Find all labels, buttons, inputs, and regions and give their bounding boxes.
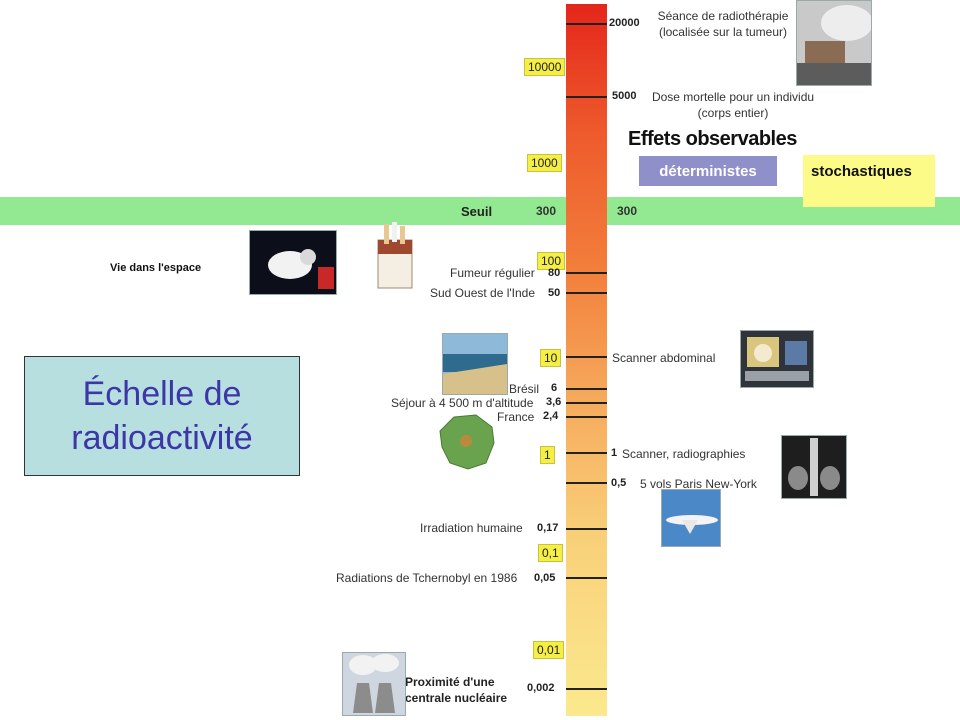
decade-label-10: 10: [540, 349, 562, 367]
effects-heading: Effets observables: [628, 128, 797, 150]
tick-1: [566, 452, 607, 454]
title-box: Échelle de radioactivité: [24, 356, 300, 476]
value-brazil: 6: [551, 382, 558, 394]
label-altitude: Séjour à 4 500 m d'altitude: [391, 396, 534, 410]
tick-6: [566, 388, 607, 390]
label-nuclear-plant: Proximité d'une centrale nucléaire: [405, 675, 508, 705]
label-brazil: Brésil: [509, 382, 540, 396]
value-france: 2,4: [543, 410, 559, 422]
brazil-beach-photo: [442, 333, 508, 395]
radiotherapy-photo: [796, 0, 872, 86]
value-smoker: 80: [548, 267, 561, 279]
value-flights: 0,5: [611, 477, 627, 489]
france-map-icon: [439, 414, 495, 470]
label-flights: 5 vols Paris New-York: [640, 477, 757, 491]
label-human-irradiation: Irradiation humaine: [420, 521, 523, 535]
label-abdominal-scanner: Scanner abdominal: [612, 351, 716, 365]
abdominal-scanner-photo: [740, 330, 814, 388]
value-altitude: 3,6: [546, 396, 562, 408]
decade-label-100: 100: [537, 252, 566, 270]
decade-label-0-1: 0,1: [538, 544, 563, 562]
tick-3-6: [566, 402, 607, 404]
tick-2-4: [566, 416, 607, 418]
value-chernobyl: 0,05: [534, 572, 556, 584]
tick-0-05: [566, 577, 607, 579]
decade-label-1: 1: [540, 446, 555, 464]
astronaut-photo: [249, 230, 337, 295]
decade-label-10000: 10000: [524, 58, 566, 76]
tick-80: [566, 272, 607, 274]
tick-0-17: [566, 528, 607, 530]
threshold-label: Seuil: [461, 204, 493, 219]
label-chernobyl: Radiations de Tchernobyl en 1986: [336, 571, 518, 585]
nuclear-plant-photo: [342, 652, 406, 716]
stochastic-effects-label: stochastiques: [811, 163, 912, 180]
value-radiography: 1: [611, 447, 618, 459]
label-lethal-dose: Dose mortelle pour un individu (corps en…: [651, 90, 815, 120]
value-human-irradiation: 0,17: [537, 522, 559, 534]
decade-label-1000: 1000: [527, 154, 562, 172]
tick-10: [566, 356, 607, 358]
label-radiotherapy: Séance de radiothérapie (localisée sur l…: [657, 9, 789, 39]
decade-label-0-01: 0,01: [533, 641, 565, 659]
tick-0-5: [566, 482, 607, 484]
cigarette-pack-icon: [377, 222, 413, 289]
x-ray-photo: [781, 435, 847, 499]
airplane-photo: [661, 489, 721, 547]
tick-5000: [566, 96, 607, 98]
page-title: Échelle de radioactivité: [71, 375, 253, 457]
tick-20000: [566, 23, 607, 25]
value-nuclear-plant: 0,002: [527, 682, 555, 694]
threshold-band: [0, 197, 960, 225]
label-smoker: Fumeur régulier: [450, 266, 535, 280]
threshold-value-right: 300: [617, 204, 638, 218]
deterministic-effects-label: déterministes: [659, 162, 757, 180]
value-radiotherapy: 20000: [609, 17, 640, 29]
label-space-life: Vie dans l'espace: [110, 262, 202, 274]
deterministic-effects-box: déterministes: [639, 156, 777, 186]
value-south-west-india: 50: [548, 287, 561, 299]
label-south-west-india: Sud Ouest de l'Inde: [430, 286, 536, 300]
threshold-value-left: 300: [536, 204, 557, 218]
tick-0-002: [566, 688, 607, 690]
tick-50: [566, 292, 607, 294]
label-france: France: [497, 410, 535, 424]
stochastic-effects-box: stochastiques: [803, 155, 935, 207]
label-radiography: Scanner, radiographies: [622, 447, 746, 461]
radiation-scale-bar: [566, 4, 607, 716]
value-lethal-dose: 5000: [612, 90, 637, 102]
